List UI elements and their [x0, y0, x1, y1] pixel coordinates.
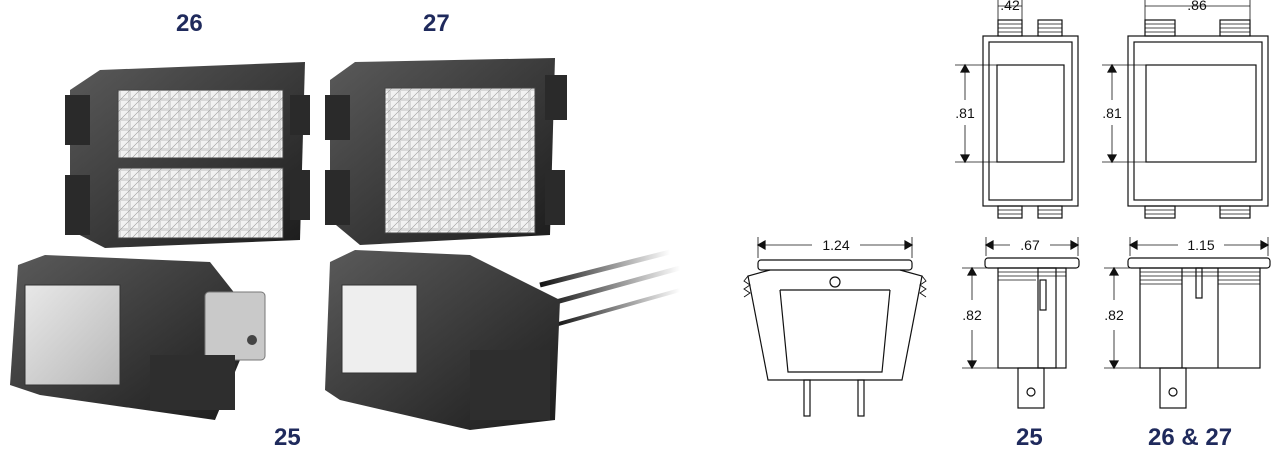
indicator-wired-photo — [325, 249, 681, 430]
dim-height-2627-front: .81 — [1102, 105, 1122, 121]
photo-label-25: 25 — [274, 424, 301, 451]
dim-width-2627-top: .86 — [1187, 0, 1207, 13]
front-view-26-27 — [1102, 0, 1269, 219]
dim-width-25-bottom: .67 — [1020, 237, 1040, 253]
bottom-view-26-27 — [1104, 237, 1271, 409]
dim-height-25-front: .81 — [955, 105, 975, 121]
indicator-26-photo — [65, 62, 310, 248]
drawing-label-26-27: 26 & 27 — [1148, 424, 1233, 451]
photo-label-26: 26 — [176, 10, 203, 37]
dim-width-side: 1.24 — [822, 237, 849, 253]
indicator-25-photo — [10, 255, 266, 420]
indicator-27-photo — [325, 58, 567, 245]
bottom-view-25 — [962, 237, 1080, 409]
dim-width-2627-bottom: 1.15 — [1187, 237, 1214, 253]
photo-label-27: 27 — [423, 10, 450, 37]
dim-width-25-top: .42 — [1000, 0, 1020, 13]
dim-height-2627-bottom: .82 — [1104, 307, 1124, 323]
dimension-drawings: .42 .86 .81 .81 1.24 .67 1.15 .82 .82 — [743, 0, 1271, 417]
drawing-label-25: 25 — [1016, 424, 1043, 451]
side-view — [743, 237, 927, 417]
product-photos — [10, 58, 681, 430]
front-view-25 — [955, 0, 1079, 219]
dim-height-25-bottom: .82 — [962, 307, 982, 323]
